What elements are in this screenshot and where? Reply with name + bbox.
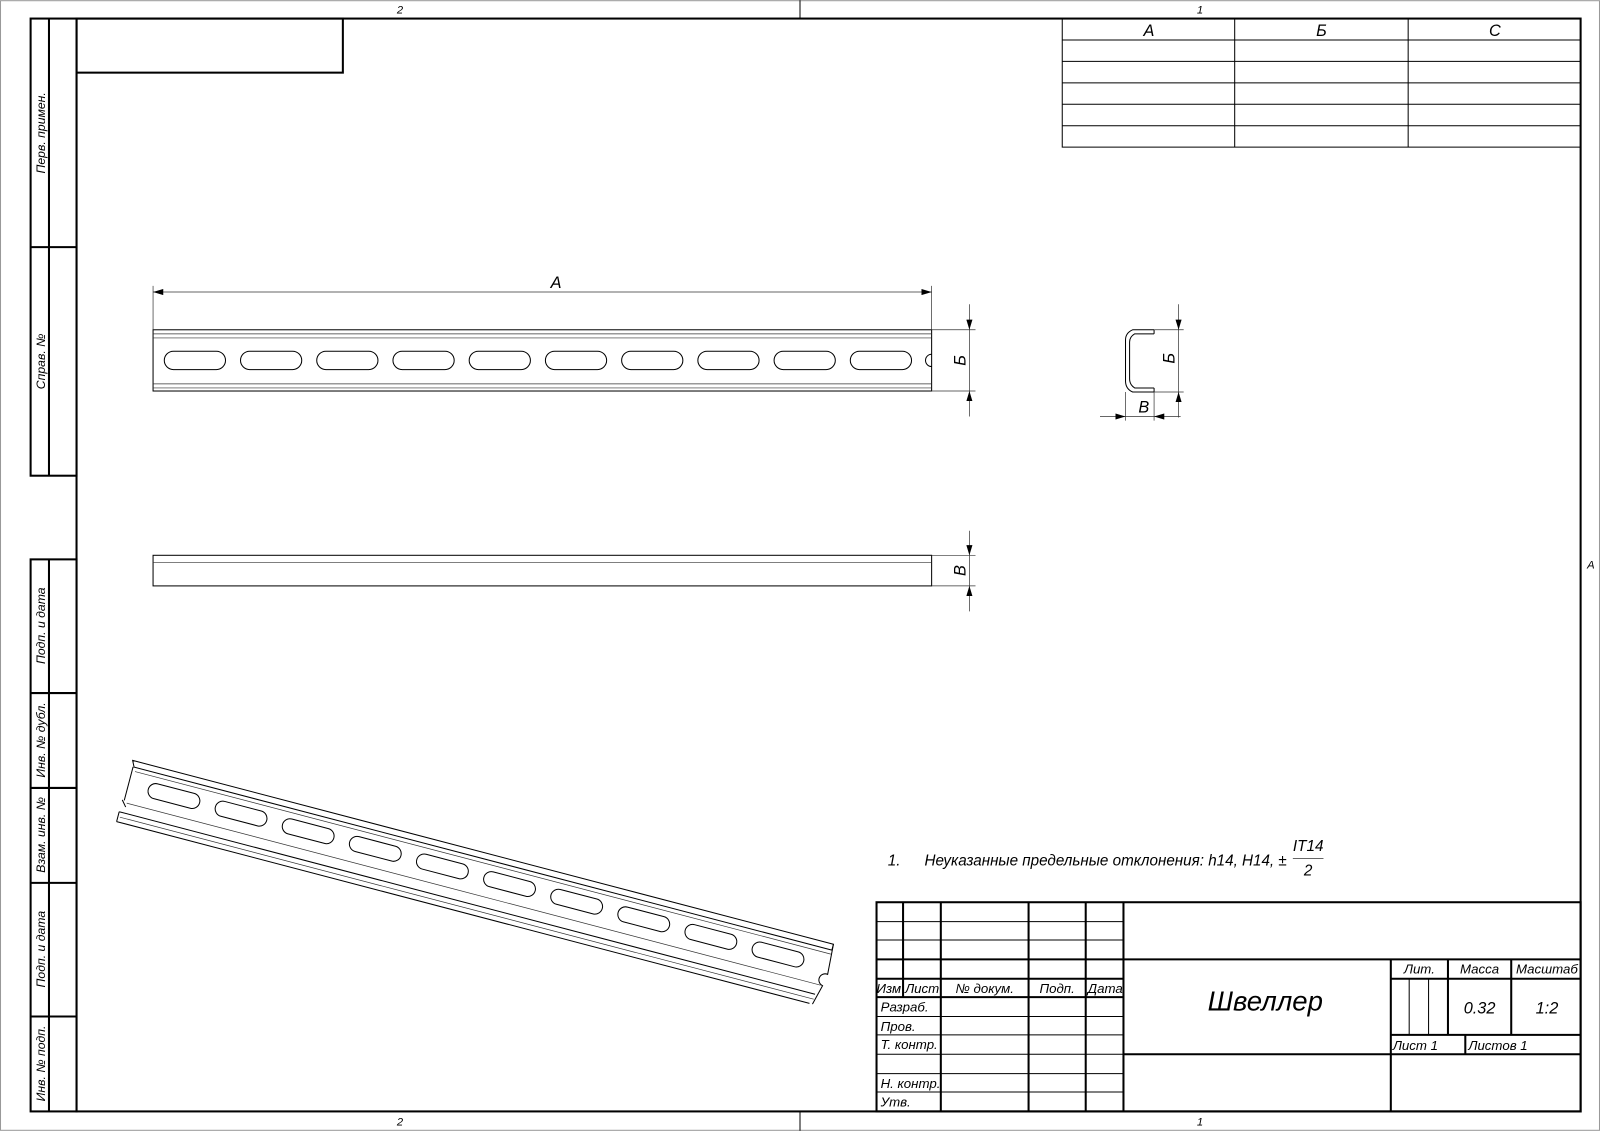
- front-slot: [621, 350, 684, 371]
- note-number: 1.: [888, 853, 901, 870]
- profile-view: Б В: [1100, 304, 1184, 421]
- table-header-a: А: [1143, 22, 1155, 40]
- isometric-view: [116, 759, 835, 1005]
- strip-label: Справ. №: [34, 334, 48, 390]
- header-doc: № докум.: [956, 981, 1014, 996]
- zone-bottom-left: 2: [396, 1117, 404, 1129]
- isometric-slot: [684, 923, 738, 950]
- table-header-c: С: [1489, 22, 1501, 40]
- front-slot: [468, 350, 531, 371]
- scale-value: 1:2: [1536, 999, 1559, 1017]
- dimension-width: В: [951, 565, 969, 576]
- role-developer: Разраб.: [881, 999, 929, 1014]
- strip-label: Взам. инв. №: [34, 797, 48, 873]
- isometric-slot: [214, 800, 268, 827]
- side-view: В: [152, 530, 976, 612]
- top-left-box: [75, 17, 344, 74]
- sheet-number: Лист 1: [1392, 1038, 1438, 1053]
- front-slot: [163, 350, 227, 371]
- front-slot: [392, 350, 455, 371]
- title-block: Изм Лист № докум. Подп. Дата Разраб. Про…: [875, 901, 1582, 1113]
- front-slot: [239, 350, 303, 371]
- role-tech-control: Т. контр.: [881, 1037, 938, 1052]
- header-izm: Изм: [877, 981, 902, 996]
- dimension-length: А: [550, 274, 562, 292]
- sheet-count: Листов 1: [1467, 1038, 1527, 1053]
- header-list: Лист: [904, 981, 939, 996]
- strip-label: Инв. № подп.: [34, 1026, 48, 1102]
- front-slot: [544, 350, 608, 371]
- profile-dimension-width: В: [1138, 398, 1149, 416]
- role-norm-control: Н. контр.: [881, 1076, 941, 1091]
- side-strip: Перв. примен. Справ. № Подп. и дата Инв.…: [29, 17, 78, 1113]
- note-fraction-top: IT14: [1293, 838, 1324, 855]
- strip-label: Перв. примен.: [34, 92, 48, 173]
- front-slot: [697, 350, 760, 371]
- strip-label: Подп. и дата: [34, 911, 48, 988]
- technical-note: 1. Неуказанные предельные отклонения: h1…: [888, 838, 1324, 880]
- isometric-slot: [147, 783, 201, 809]
- note-fraction-bottom: 2: [1303, 863, 1313, 880]
- lit-label: Лит.: [1403, 962, 1435, 977]
- zone-top-left: 2: [396, 4, 404, 16]
- role-approver: Утв.: [880, 1094, 911, 1109]
- profile-dimension-height: Б: [1160, 353, 1178, 364]
- zone-top-right: 1: [1197, 4, 1203, 16]
- zone-right: A: [1586, 560, 1594, 572]
- note-text: Неуказанные предельные отклонения: h14, …: [924, 853, 1286, 870]
- scale-label: Масштаб: [1516, 962, 1578, 977]
- front-view: А Б: [152, 274, 976, 417]
- isometric-slot: [348, 835, 402, 862]
- isometric-slot: [483, 871, 536, 898]
- dimension-height: Б: [951, 355, 969, 366]
- isometric-slot: [281, 818, 335, 845]
- strip-label: Инв. № дубл.: [34, 702, 48, 777]
- strip-label: Подп. и дата: [34, 587, 48, 664]
- front-slot: [773, 350, 836, 371]
- header-sign: Подп.: [1040, 981, 1075, 996]
- isometric-slot: [550, 888, 604, 915]
- table-header-b: Б: [1316, 22, 1327, 40]
- isometric-slot: [751, 941, 805, 968]
- isometric-slot: [617, 906, 671, 933]
- mass-label: Масса: [1460, 962, 1499, 977]
- header-date: Дата: [1086, 981, 1123, 996]
- mass-value: 0.32: [1464, 999, 1496, 1017]
- front-slot: [316, 350, 379, 371]
- drawing-title: Швеллер: [1208, 985, 1323, 1016]
- role-checker: Пров.: [881, 1019, 916, 1034]
- front-slot: [849, 350, 913, 371]
- zone-bottom-right: 1: [1197, 1117, 1203, 1129]
- drawing-frame: [75, 17, 1582, 1113]
- isometric-slot: [415, 853, 469, 880]
- parameter-table: А Б С: [1061, 18, 1581, 148]
